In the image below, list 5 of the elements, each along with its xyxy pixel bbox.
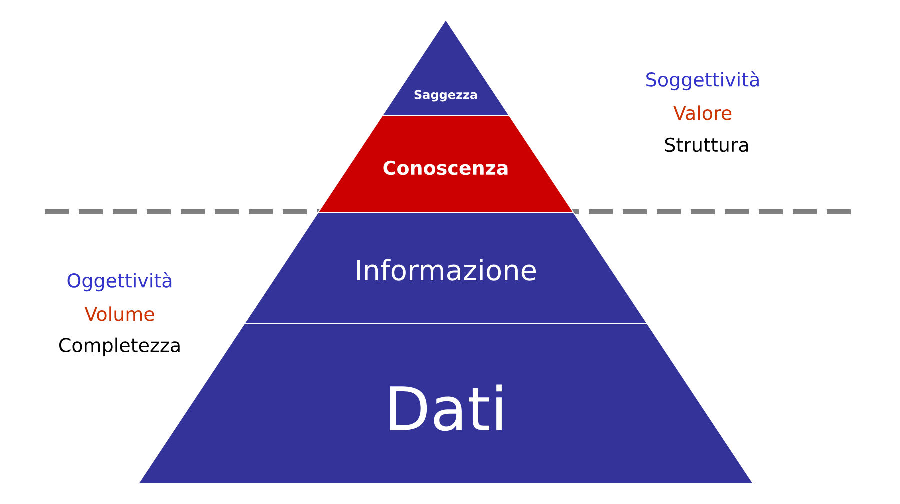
side-label: Soggettività: [646, 71, 759, 91]
side-label: Volume: [84, 306, 154, 322]
side-label: Valore: [674, 106, 732, 120]
side-label: Oggettività: [68, 272, 172, 292]
side-label: Struttura: [665, 138, 748, 152]
